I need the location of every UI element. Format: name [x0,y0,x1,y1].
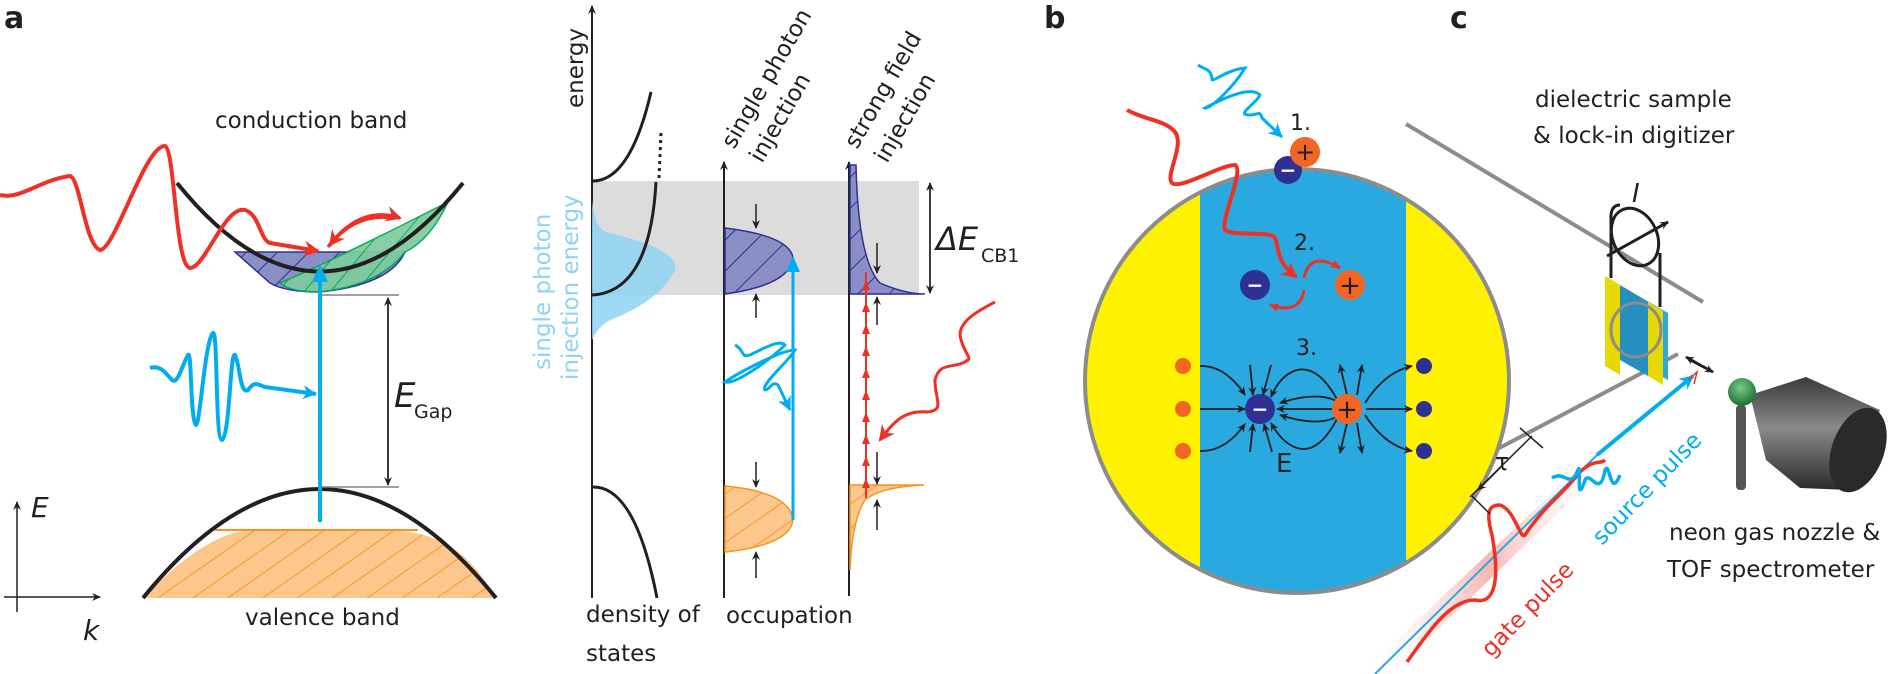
gas-nozzle-tip [1728,378,1756,406]
dos-cb1-curve [591,181,658,297]
gap-symbol: E [394,376,416,416]
hole-sign: + [1339,271,1361,301]
valence-band-label: valence band [245,605,400,631]
single-photon-pulse [721,341,798,411]
panel-label-c: c [1450,1,1468,36]
panel-label-b: b [1044,1,1065,36]
detector-label-2: TOF spectrometer [1666,557,1875,583]
single-photon-vb-occupation [724,485,794,553]
surface-charges-right [1416,358,1432,459]
single-photon-transition-head [786,256,800,272]
hole [1332,394,1362,424]
separation-arrow-right [1302,259,1341,279]
gate-waveform-b [1126,108,1298,279]
gap-subscript: Gap [414,401,452,423]
sample-focus-circle [1609,301,1663,359]
sample-label-1: dielectric sample [1535,87,1732,113]
source-pulse-b [1197,63,1284,139]
beam-axis [1374,454,1598,674]
field-label: E [1276,449,1292,479]
meter-needle [1606,220,1669,258]
electron [1245,394,1275,424]
strong-field-pulse [878,300,996,442]
magnified-sample [1085,169,1509,593]
dos-label-2: states [586,641,656,667]
separation-arrow-left [1269,289,1306,312]
photon-energy-label-1: single photon [530,214,556,370]
electron-sign: − [1252,397,1269,421]
step-1-label: 1. [1290,111,1311,136]
sample-label-2: & lock-in digitizer [1533,123,1735,149]
delta-e-symbol: ΔE [933,220,979,258]
electron-sign: − [1247,273,1264,297]
hole [1335,270,1365,300]
delay-tick-left [1470,494,1491,515]
dos-continuation-dots [657,132,663,179]
step-3-label: 3. [1296,336,1317,361]
scattering-arrow-back [328,215,396,247]
step-2-label: 2. [1294,231,1315,256]
field-lines [1199,363,1413,454]
energy-axis-label: energy [563,28,589,108]
delay-arrow [1477,467,1501,491]
detector-label-1: neon gas nozzle & [1669,520,1880,546]
dos-vb-curve [591,485,659,599]
strong-field-cb-occupation [849,164,926,295]
source-waveform-a [149,330,317,443]
circuit-wire-left [1609,203,1621,278]
dos-label-1: density of [586,602,701,628]
electron-sign: − [1280,158,1297,182]
gas-nozzle-stem [1736,405,1746,490]
sample-dielectric [1620,285,1648,376]
conduction-band-label: conduction band [215,108,407,134]
tunneling-steps [862,280,870,488]
dos-cb2-curve [591,91,653,183]
delay-tick-right [1519,427,1544,449]
tof-spectrometer-face [1829,407,1887,493]
surface-charges-left [1175,358,1191,459]
magnifier-line-top [1404,122,1705,304]
panel-label-a: a [4,1,24,36]
photon-energy-label-2: injection energy [558,194,584,380]
electron [1240,270,1270,300]
hole [1290,137,1320,167]
occupation-label: occupation [726,603,853,629]
source-waveform-c [1551,466,1622,492]
distance-arrow-back [1685,355,1714,374]
delta-e-subscript: CB1 [981,245,1019,267]
current-label: I [1632,179,1640,209]
strong-field-vb-occupation [849,484,925,571]
delay-label: τ [1495,448,1509,476]
gate-beam-arrow-outline [1687,369,1699,385]
source-beam-arrow [1595,374,1695,457]
gate-waveform-a [0,143,320,271]
axis-k-label: k [83,614,101,647]
hole-sign: + [1295,138,1315,166]
excitation-arrowhead [312,264,328,282]
vb-occupation [143,529,494,598]
hole-sign: + [1336,395,1358,425]
axis-e-label: E [31,491,49,524]
